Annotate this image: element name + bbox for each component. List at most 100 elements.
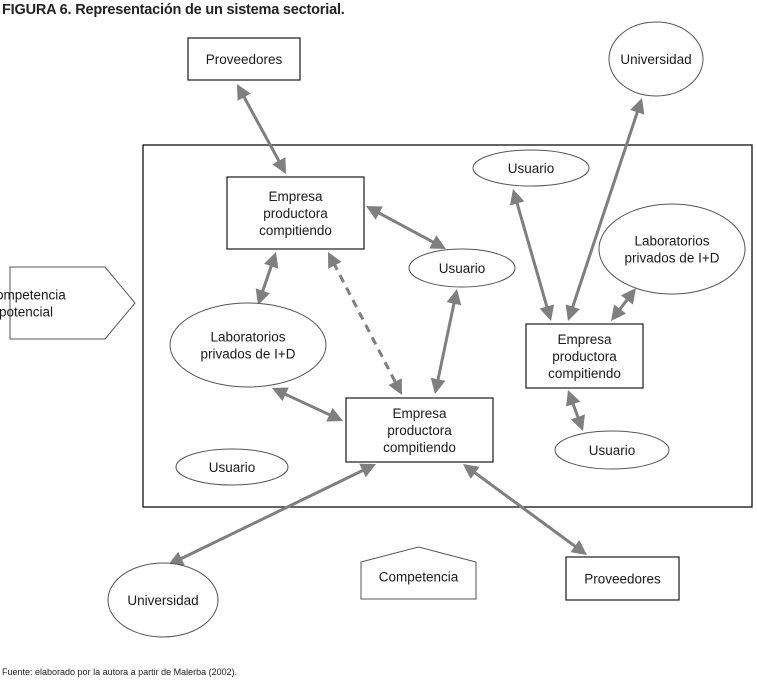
node-label-line: Usuario (589, 443, 636, 458)
node-label: Laboratorios privados de I+D (625, 234, 720, 266)
arrowhead-icon (630, 98, 645, 115)
node-usuario-bottom-right: Usuario (554, 430, 670, 470)
node-label-line: privados de I+D (625, 251, 720, 266)
node-label-line: Usuario (439, 261, 486, 276)
node-label-line: Universidad (127, 593, 198, 608)
rectangle-shape (187, 37, 301, 81)
arrowhead-icon (570, 414, 585, 431)
arrowhead-icon (620, 288, 636, 305)
node-competencia: Competencia (360, 546, 477, 600)
node-label: Competencia (379, 570, 459, 585)
figure-source: Fuente: elaborado por la autora a partir… (2, 667, 238, 677)
node-label-line: productora (263, 206, 328, 221)
node-label-line: Empresa (392, 406, 447, 421)
node-usuario-bottom-left: Usuario (175, 448, 289, 486)
ellipse-shape (608, 21, 704, 97)
arrowhead-icon (509, 189, 525, 206)
edge-usuario_top_right-to-empresa_3 (509, 189, 555, 321)
arrowhead-icon (611, 304, 627, 321)
node-label: Competencia potencial (0, 288, 66, 320)
connector-line (178, 467, 366, 562)
edge-proveedores_top-to-empresa_1 (237, 84, 286, 174)
node-label-line: Usuario (508, 161, 555, 176)
node-usuario-top-right: Usuario (472, 149, 590, 187)
edge-universidad_top-to-empresa_3 (565, 98, 645, 321)
edge-laboratorios_left-to-empresa_2 (272, 387, 343, 422)
node-label: Universidad (127, 593, 198, 608)
node-label: Usuario (439, 261, 486, 276)
connector-line (514, 200, 550, 310)
arrowhead-icon (565, 304, 580, 321)
arrowhead-icon (328, 252, 342, 269)
edges-layer (168, 84, 645, 566)
connector-line (241, 93, 282, 165)
node-label-line: compitiendo (548, 366, 621, 381)
edge-empresa_1-to-usuario_mid (366, 206, 446, 249)
node-label: Universidad (620, 52, 691, 67)
ellipse-shape (107, 562, 219, 638)
node-label-line: compitiendo (259, 223, 332, 238)
node-label: Proveedores (584, 572, 661, 587)
ellipse-shape (408, 248, 516, 288)
arrowhead-icon (168, 551, 185, 566)
arrowhead-icon (326, 407, 343, 422)
node-label-line: privados de I+D (201, 347, 296, 362)
connector-line (375, 210, 437, 245)
arrowhead-icon (388, 378, 402, 395)
node-label: Empresa productora compitiendo (383, 406, 456, 455)
dashed-connector-line (332, 261, 398, 386)
connector-line (435, 300, 457, 383)
node-label-line: Proveedores (206, 52, 283, 67)
arrowhead-icon (570, 540, 587, 555)
connector-line (570, 108, 640, 311)
node-proveedores-top: Proveedores (187, 37, 301, 81)
connector-line (282, 391, 333, 418)
arrowhead-icon (272, 387, 289, 402)
arrowhead-icon (264, 252, 279, 269)
node-label: Empresa productora compitiendo (259, 189, 332, 238)
node-label-line: Universidad (620, 52, 691, 67)
sectoral-system-frame (142, 144, 753, 508)
node-label-line: Usuario (209, 460, 256, 475)
arrowhead-icon (430, 377, 446, 394)
node-label-line: Laboratorios (634, 234, 709, 249)
node-label-line: Laboratorios (210, 330, 285, 345)
rectangle-shape (565, 556, 680, 601)
house-shape (360, 546, 477, 600)
figure-title: FIGURA 6. Representación de un sistema s… (2, 2, 345, 18)
node-label-line: productora (387, 423, 452, 438)
node-laboratorios-left: Laboratorios privados de I+D (169, 302, 327, 388)
node-label-line: Competencia (379, 570, 459, 585)
edge-laboratorios_right-to-empresa_3 (611, 288, 636, 321)
node-label-line: Proveedores (584, 572, 661, 587)
edge-empresa_2-to-universidad_bottom (168, 463, 376, 566)
arrowhead-icon (272, 157, 286, 174)
edge-empresa_2-to-proveedores_bottom (463, 464, 587, 555)
node-universidad-bottom: Universidad (107, 562, 219, 638)
node-label-line: Empresa (268, 189, 323, 204)
connector-line (471, 469, 579, 550)
node-label-line: compitiendo (383, 440, 456, 455)
node-universidad-top: Universidad (608, 21, 704, 97)
ellipse-shape (175, 448, 289, 486)
node-label: Usuario (508, 161, 555, 176)
node-label: Usuario (589, 443, 636, 458)
rectangle-shape (345, 397, 494, 463)
ellipse-shape (598, 203, 746, 295)
arrowhead-icon (446, 289, 462, 306)
node-label: Usuario (209, 460, 256, 475)
connector-line (570, 400, 581, 421)
edge-empresa_1-to-empresa_2 (328, 252, 402, 395)
node-label-line: potencial (0, 305, 53, 320)
node-usuario-mid: Usuario (408, 248, 516, 288)
ellipse-shape (554, 430, 670, 470)
arrowhead-icon (255, 288, 270, 305)
ellipse-shape (169, 302, 327, 388)
node-label-line: Empresa (557, 332, 612, 347)
node-label-line: Competencia (0, 288, 66, 303)
node-empresa-2: Empresa productora compitiendo (345, 397, 494, 463)
node-proveedores-bottom: Proveedores (565, 556, 680, 601)
